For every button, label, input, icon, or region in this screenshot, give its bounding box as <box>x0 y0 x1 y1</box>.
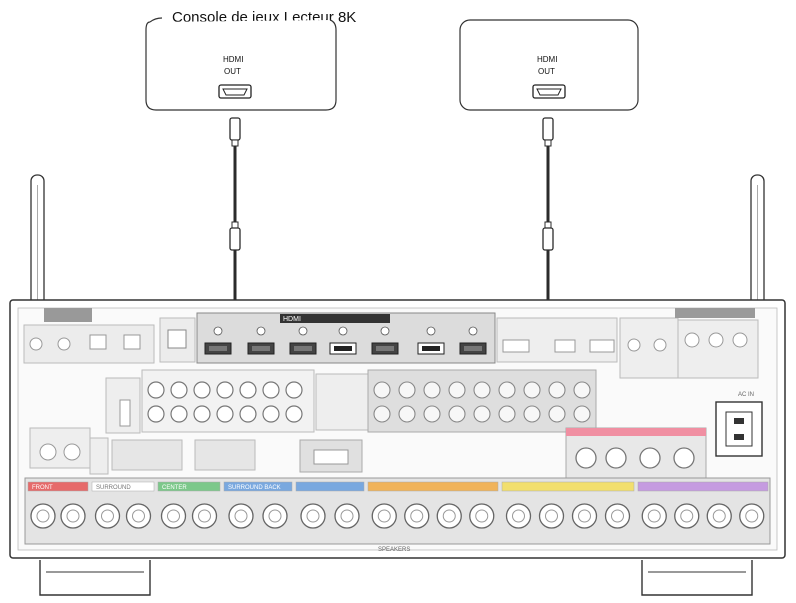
hdmi-input-port-icon <box>329 326 357 355</box>
rca-jack-icon <box>193 405 211 423</box>
speaker-section: SURROUND <box>91 481 155 529</box>
ac-in-label: AC IN <box>738 392 754 398</box>
subwoofer-jack-icon <box>673 447 695 469</box>
rca-jack-icon <box>285 405 303 423</box>
speaker-section <box>637 481 769 529</box>
receiver-foot-right <box>641 560 753 596</box>
subwoofer-jack-icon <box>575 447 597 469</box>
speaker-section-label: SURROUND <box>96 485 131 491</box>
speaker-terminals: FRONT SURROUND CENTER SURROUND BACK SPEAKER… <box>24 477 771 553</box>
hdmi-input-ports <box>204 326 487 355</box>
rca-jack-icon <box>216 405 234 423</box>
subwoofer-jack-icon <box>639 447 661 469</box>
hdmi-out-label-1a: HDMI <box>223 55 243 64</box>
hdmi-port-2-icon <box>532 84 566 99</box>
antenna-right <box>750 174 765 326</box>
hdmi-input-port-icon <box>247 326 275 355</box>
pre-out-jack-icon <box>573 381 591 399</box>
av-receiver: HDMI AC IN <box>9 299 786 559</box>
rca-jack-icon <box>147 381 165 399</box>
speaker-section-label: CENTER <box>162 485 187 491</box>
rca-jack-icon <box>239 405 257 423</box>
speakers-label: SPEAKERS <box>378 547 410 553</box>
ac-inlet: AC IN <box>715 392 763 457</box>
speaker-section: FRONT <box>27 481 89 529</box>
hdmi-input-port-icon <box>417 326 445 355</box>
pre-out-jack-icon <box>523 381 541 399</box>
speaker-section <box>295 481 365 529</box>
speaker-section-label: FRONT <box>32 485 53 491</box>
hdmi-out-label-2a: HDMI <box>537 55 557 64</box>
hdmi-panel-header: HDMI <box>283 316 301 323</box>
subwoofer-jacks <box>575 447 695 469</box>
antenna-left <box>30 174 45 326</box>
pre-out-jack-icon <box>373 405 391 423</box>
pre-out-jack-icon <box>473 381 491 399</box>
pre-out-jack-icon <box>398 405 416 423</box>
hdmi-input-port-icon <box>204 326 232 355</box>
receiver-foot-left <box>39 560 151 596</box>
pre-out-jack-icon <box>423 381 441 399</box>
speaker-section: CENTER <box>157 481 221 529</box>
pre-out-jack-icon <box>423 405 441 423</box>
pre-out-jack-icon <box>448 381 466 399</box>
rca-jack-icon <box>262 381 280 399</box>
pre-out-jack-icon <box>398 381 416 399</box>
rca-jack-icon <box>262 405 280 423</box>
analog-inputs <box>105 369 597 434</box>
pre-out-jack-icon <box>523 405 541 423</box>
rca-jack-icon <box>170 405 188 423</box>
hdmi-out-label-2b: OUT <box>538 67 555 76</box>
speaker-section: SURROUND BACK <box>223 481 293 529</box>
pre-out-jack-icon <box>448 405 466 423</box>
rca-jack-icon <box>147 405 165 423</box>
hdmi-out-label-1b: OUT <box>224 67 241 76</box>
rca-jack-icon <box>239 381 257 399</box>
subwoofer-jack-icon <box>605 447 627 469</box>
source-device-1: HDMI OUT <box>145 17 337 111</box>
hdmi-input-port-icon <box>371 326 399 355</box>
pre-out-jack-icon <box>498 381 516 399</box>
pre-out-jack-icon <box>373 381 391 399</box>
rca-jack-icon <box>216 381 234 399</box>
hdmi-input-panel: HDMI <box>196 312 496 364</box>
speaker-section-label: SURROUND BACK <box>228 485 281 491</box>
source-device-2: HDMI OUT <box>459 19 639 111</box>
pre-out-jack-icon <box>548 405 566 423</box>
rca-jack-icon <box>285 381 303 399</box>
rca-jack-icon <box>170 381 188 399</box>
pre-out-jack-icon <box>548 381 566 399</box>
rca-jack-icon <box>193 381 211 399</box>
hdmi-port-1-icon <box>218 84 252 99</box>
pre-out-jack-icon <box>498 405 516 423</box>
hdmi-input-port-icon <box>459 326 487 355</box>
pre-out-jack-icon <box>573 405 591 423</box>
network-panel <box>23 308 196 364</box>
speaker-section <box>501 481 635 529</box>
hdmi-input-port-icon <box>289 326 317 355</box>
pre-out-jacks <box>373 381 591 423</box>
speaker-section <box>367 481 499 529</box>
pre-out-jack-icon <box>473 405 491 423</box>
